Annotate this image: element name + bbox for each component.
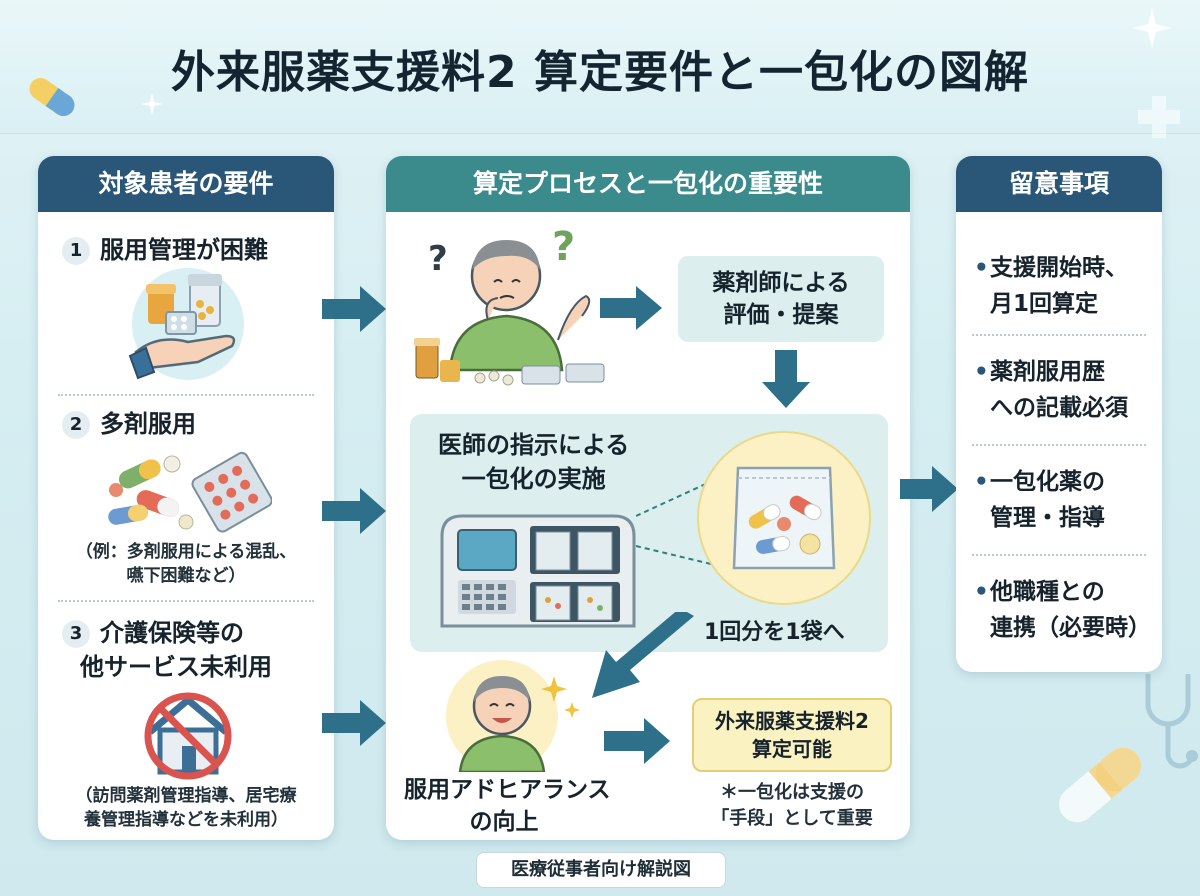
sparkle-icon xyxy=(1132,8,1172,48)
bullet-dot-icon: • xyxy=(974,255,989,281)
note-item: • 薬剤服用歴 への記載必須 xyxy=(974,354,1128,426)
requirement-1: 1 服用管理が困難 xyxy=(62,230,268,265)
happy-patient-illustration-icon xyxy=(446,660,580,772)
down-arrow-icon xyxy=(762,350,810,408)
requirements-heading: 対象患者の要件 xyxy=(38,156,334,212)
page-title: 外来服薬支援料2 算定要件と一包化の図解 xyxy=(171,47,1029,98)
note-item: • 他職種との 連携（必要時） xyxy=(974,574,1151,646)
medical-cross-icon xyxy=(1138,96,1180,138)
hand-holding-medicine-icon xyxy=(128,268,244,380)
footer-label: 医療従事者向け解説図 xyxy=(476,852,726,888)
notes-panel: 留意事項 • 支援開始時、 月1回算定 • 薬剤服用歴 への記載必須 • 一包化… xyxy=(956,156,1162,672)
notes-heading: 留意事項 xyxy=(956,156,1162,212)
right-arrow-icon xyxy=(900,466,958,512)
stethoscope-decoration-icon xyxy=(1145,674,1198,769)
no-home-service-icon xyxy=(144,692,232,780)
note-divider xyxy=(972,444,1146,446)
requirements-panel: 対象患者の要件 1 服用管理が困難 2 多剤服用 （例：多剤服用による混乱、 嚥下困… xyxy=(38,156,334,840)
sparkle-icon xyxy=(141,93,163,115)
process-heading: 算定プロセスと一包化の重要性 xyxy=(386,156,910,212)
down-left-arrow-icon xyxy=(592,612,694,698)
svg-text:?: ? xyxy=(428,239,448,279)
process-panel: 算定プロセスと一包化の重要性 ? ? 薬剤師による 評価・提案 医師の指示による… xyxy=(386,156,910,840)
bullet-dot-icon: • xyxy=(974,359,989,385)
requirement-2-label: 多剤服用 xyxy=(100,410,196,438)
note-divider xyxy=(972,334,1146,336)
packaging-caption: 1回分を1袋へ xyxy=(704,620,845,645)
number-badge: 2 xyxy=(62,411,90,439)
requirement-2-note: （例：多剤服用による混乱、 嚥下困難など） xyxy=(75,542,297,586)
requirement-2: 2 多剤服用 xyxy=(62,404,196,439)
section-divider xyxy=(58,394,314,396)
fee-eligible-box: 外来服薬支援料2 算定可能 xyxy=(692,698,892,772)
right-arrow-icon xyxy=(322,286,386,332)
title-band xyxy=(0,0,1200,134)
packaging-footnote: ＊一包化は支援の 「手段」として重要 xyxy=(711,782,873,829)
bullet-dot-icon: • xyxy=(974,579,989,605)
number-badge: 1 xyxy=(62,237,90,265)
svg-text:?: ? xyxy=(552,224,575,270)
note-item: • 一包化薬の 管理・指導 xyxy=(974,464,1105,536)
confused-patient-illustration-icon: ? ? xyxy=(414,224,605,386)
right-arrow-icon xyxy=(604,718,670,764)
right-arrow-icon xyxy=(322,488,386,534)
multiple-pills-icon xyxy=(108,451,272,533)
requirement-1-label: 服用管理が困難 xyxy=(100,236,268,264)
bullet-dot-icon: • xyxy=(974,469,989,495)
number-badge: 3 xyxy=(62,620,90,648)
note-item: • 支援開始時、 月1回算定 xyxy=(974,250,1128,322)
right-arrow-icon xyxy=(600,286,662,330)
capsule-decoration-icon xyxy=(1059,747,1141,823)
pharmacist-evaluation-box: 薬剤師による 評価・提案 xyxy=(678,256,884,342)
section-divider xyxy=(58,600,314,602)
packaging-title: 医師の指示による 一包化の実施 xyxy=(438,431,630,493)
capsule-decoration-icon xyxy=(29,77,75,117)
requirement-3-note: （訪問薬剤管理指導、居宅療 養管理指導などを未利用） xyxy=(75,786,297,830)
single-dose-packet-icon xyxy=(697,431,871,605)
adherence-label: 服用アドヒアランス の向上 xyxy=(404,777,611,835)
note-divider xyxy=(972,554,1146,556)
packaging-machine-icon xyxy=(440,514,636,628)
right-arrow-icon xyxy=(322,700,386,746)
